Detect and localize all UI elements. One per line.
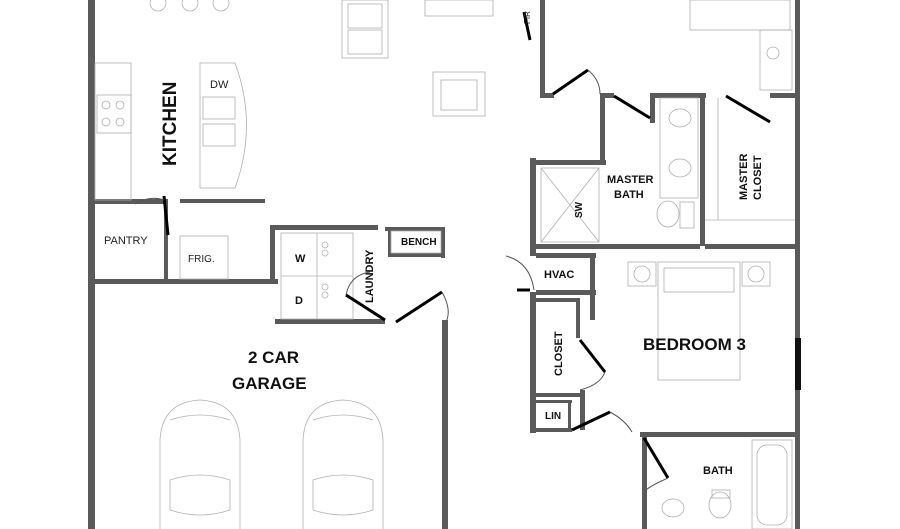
fridge-label: FRIG. [188,254,215,265]
linen-label: LIN [545,411,561,422]
bedroom3-label: BEDROOM 3 [643,335,746,354]
master-bath-label-line2: BATH [614,189,644,201]
kitchen-fixtures [94,0,494,280]
room-labels: KITCHEN DW PANTRY FRIG. W D LAUNDRY BENC… [104,11,764,477]
dishwasher-label: DW [210,79,229,91]
master-bath-fixtures [540,0,795,243]
master-bath-label-line1: MASTER [607,174,654,186]
laundry-label: LAUNDRY [364,249,376,303]
doors [134,11,771,491]
master-closet-label-line2: CLOSET [752,155,764,200]
kitchen-label: KITCHEN [160,82,181,166]
garage-cars [159,399,384,529]
garage-label-line1: 2 CAR [248,348,299,367]
shower-label: SW [574,201,585,218]
master-closet-label-line1: MASTER [738,154,750,201]
garage-label-line2: GARAGE [232,374,307,393]
hvac-label: HVAC [544,269,574,281]
bench-label: BENCH [401,237,437,248]
laundry-fixtures [280,230,442,320]
pantry-label: PANTRY [104,235,148,247]
bath-fixtures [661,439,793,529]
bedroom3-fixtures [627,261,771,381]
fireplace-label: FIR [523,11,532,24]
dryer-label: D [295,295,303,307]
closet-label: CLOSET [553,331,565,376]
walls [88,0,801,529]
bath-label: BATH [703,465,733,477]
washer-label: W [295,253,306,265]
